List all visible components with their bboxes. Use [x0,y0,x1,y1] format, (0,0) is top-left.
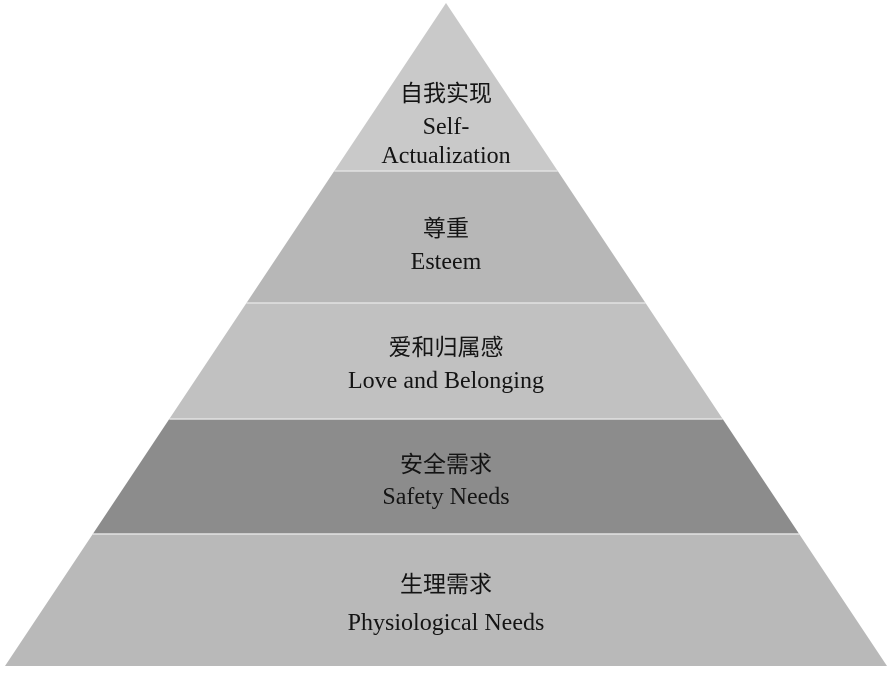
label-group-esteem: 尊重 Esteem [411,216,482,275]
tier-dividers [92,170,800,535]
label-zh-love-and-belonging: 爱和归属感 [389,335,504,361]
pyramid-tiers [5,3,887,666]
tier-labels: 自我实现 Self- Actualization 尊重 Esteem 爱和归属感 Love … [348,81,545,636]
tier-esteem [246,171,646,303]
tier-safety-needs [92,419,800,534]
label-en-safety-needs: Safety Needs [382,484,509,510]
label-group-self-actualization: 自我实现 Self- Actualization [381,81,510,169]
tier-self-actualization [334,3,558,171]
label-group-love-and-belonging: 爱和归属感 Love and Belonging [348,335,544,394]
tier-love-and-belonging [169,303,723,419]
label-en-self-actualization-line-2: Actualization [381,143,510,169]
tier-physiological-needs [5,534,887,666]
label-en-physiological-needs: Physiological Needs [348,610,545,636]
label-group-physiological-needs: 生理需求 Physiological Needs [348,572,545,636]
label-group-safety-needs: 安全需求 Safety Needs [382,452,509,510]
label-zh-esteem: 尊重 [423,216,469,242]
label-en-esteem: Esteem [411,249,482,275]
label-zh-self-actualization: 自我实现 [400,81,492,107]
label-zh-physiological-needs: 生理需求 [400,572,492,598]
label-zh-safety-needs: 安全需求 [400,452,492,478]
label-en-love-and-belonging: Love and Belonging [348,368,544,394]
label-en-self-actualization-line-1: Self- [423,114,470,140]
